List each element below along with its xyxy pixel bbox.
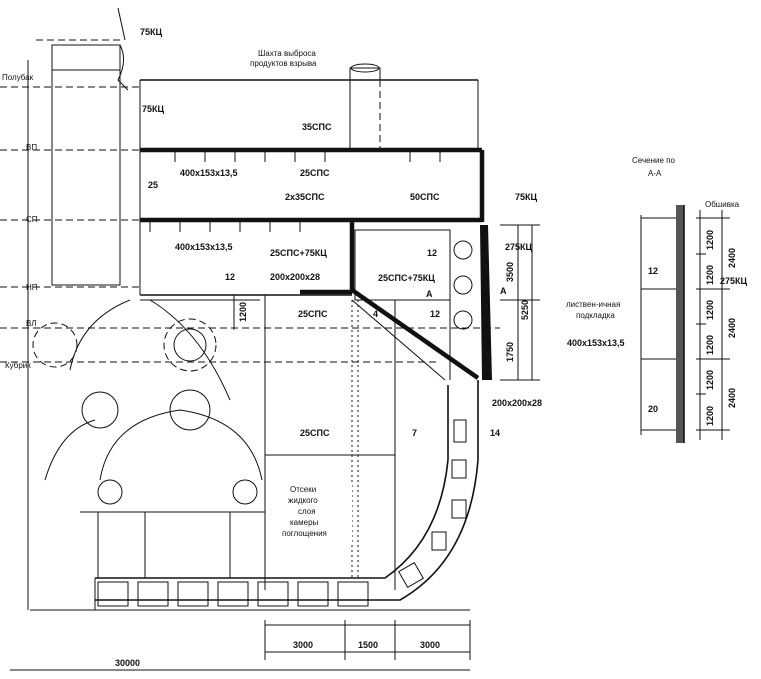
section-spacing-l6: 1200 bbox=[705, 406, 715, 426]
level-lower: НП bbox=[26, 283, 38, 292]
level-upper: ВП bbox=[26, 143, 37, 152]
level-middle: СП bbox=[26, 215, 38, 224]
label-num25: 25 bbox=[148, 180, 158, 190]
label-stiffener-lower: 400х153х13,5 bbox=[175, 242, 233, 252]
compartment-note-line4: камеры bbox=[290, 518, 319, 527]
section-spacing-l3: 1200 bbox=[705, 300, 715, 320]
section-spacing-l1: 1200 bbox=[705, 230, 715, 250]
section-spacing-l4: 1200 bbox=[705, 335, 715, 355]
label-kc75-right: 75КЦ bbox=[515, 192, 538, 202]
dim-1200: 1200 bbox=[238, 302, 248, 322]
exhaust-note-line2: продуктов взрыва bbox=[250, 59, 317, 68]
dimension-lines bbox=[10, 224, 540, 671]
label-sps2x35: 2х35СПС bbox=[285, 192, 325, 202]
label-num14: 14 bbox=[490, 428, 500, 438]
upper-stiffeners bbox=[149, 150, 441, 232]
compartment-note-line3: слоя bbox=[298, 507, 316, 516]
dim-3500: 3500 bbox=[505, 262, 515, 282]
bottom-box-ribs bbox=[97, 240, 473, 607]
dim-3000-b: 3000 bbox=[420, 640, 440, 650]
label-section-a-left: А bbox=[426, 289, 433, 299]
label-num12-c: 12 bbox=[430, 309, 440, 319]
label-kc75-wall: 75КЦ bbox=[142, 104, 165, 114]
section-spacing-r3: 2400 bbox=[727, 388, 737, 408]
section-spacing-l2: 1200 bbox=[705, 265, 715, 285]
label-num4: 4 bbox=[373, 309, 378, 319]
compartment-note-line2: жидкого bbox=[288, 496, 318, 505]
exhaust-shaft bbox=[349, 63, 381, 81]
dim-1750: 1750 bbox=[505, 342, 515, 362]
label-stiffener-upper: 400х153х13,5 bbox=[180, 168, 238, 178]
label-beam-b: 200х200х28 bbox=[492, 398, 542, 408]
section-title-line1: Сечение по bbox=[632, 156, 675, 165]
section-title-line2: А-А bbox=[648, 169, 662, 178]
hull-structure bbox=[0, 7, 500, 611]
section-num20: 20 bbox=[648, 404, 658, 414]
label-sps25-a: 25СПС bbox=[300, 168, 330, 178]
section-aa-detail bbox=[640, 205, 730, 443]
level-poop: Полубак bbox=[2, 73, 34, 82]
compartment-note-line1: Отсеки bbox=[290, 485, 316, 494]
exhaust-note-line1: Шахта выброса bbox=[258, 49, 316, 58]
label-sps50: 50СПС bbox=[410, 192, 440, 202]
compartment-note: Отсеки жидкого слоя камеры поглощения bbox=[282, 482, 352, 544]
hull-circles bbox=[32, 318, 258, 505]
section-num12: 12 bbox=[648, 266, 658, 276]
label-num12-a: 12 bbox=[427, 248, 437, 258]
label-sps25-b: 25СПС bbox=[298, 309, 328, 319]
level-cockpit: Кубрик bbox=[5, 361, 31, 370]
label-sps35: 35СПС bbox=[302, 122, 332, 132]
label-kc275: 275КЦ bbox=[505, 242, 533, 252]
label-sps25-kc75-b: 25СПС+75КЦ bbox=[378, 273, 435, 283]
dim-30000: 30000 bbox=[115, 658, 140, 668]
section-sheathing: Обшивка bbox=[705, 200, 740, 209]
level-waterline: ВЛ bbox=[26, 319, 37, 328]
section-lining-line2: подкладка bbox=[576, 311, 615, 320]
dim-5250: 5250 bbox=[520, 300, 530, 320]
label-kc75-top: 75КЦ bbox=[140, 27, 163, 37]
riveted-column bbox=[351, 300, 359, 578]
section-spacing-r1: 2400 bbox=[727, 248, 737, 268]
section-stiffener: 400х153х13,5 bbox=[567, 338, 625, 348]
section-spacing-r2: 2400 bbox=[727, 318, 737, 338]
section-spacing-l5: 1200 bbox=[705, 370, 715, 390]
label-sps25-c: 25СПС bbox=[300, 428, 330, 438]
section-kc275: 275КЦ bbox=[720, 276, 748, 286]
dim-3000-a: 3000 bbox=[293, 640, 313, 650]
label-num7: 7 bbox=[412, 428, 417, 438]
label-sps25-kc75-a: 25СПС+75КЦ bbox=[270, 248, 327, 258]
compartment-note-line5: поглощения bbox=[282, 529, 327, 538]
label-num12-b: 12 bbox=[225, 272, 235, 282]
label-section-a-right: А bbox=[500, 286, 507, 296]
label-beam-a: 200х200х28 bbox=[270, 272, 320, 282]
dim-1500: 1500 bbox=[358, 640, 378, 650]
section-lining-line1: листвен-ичная bbox=[566, 300, 620, 309]
